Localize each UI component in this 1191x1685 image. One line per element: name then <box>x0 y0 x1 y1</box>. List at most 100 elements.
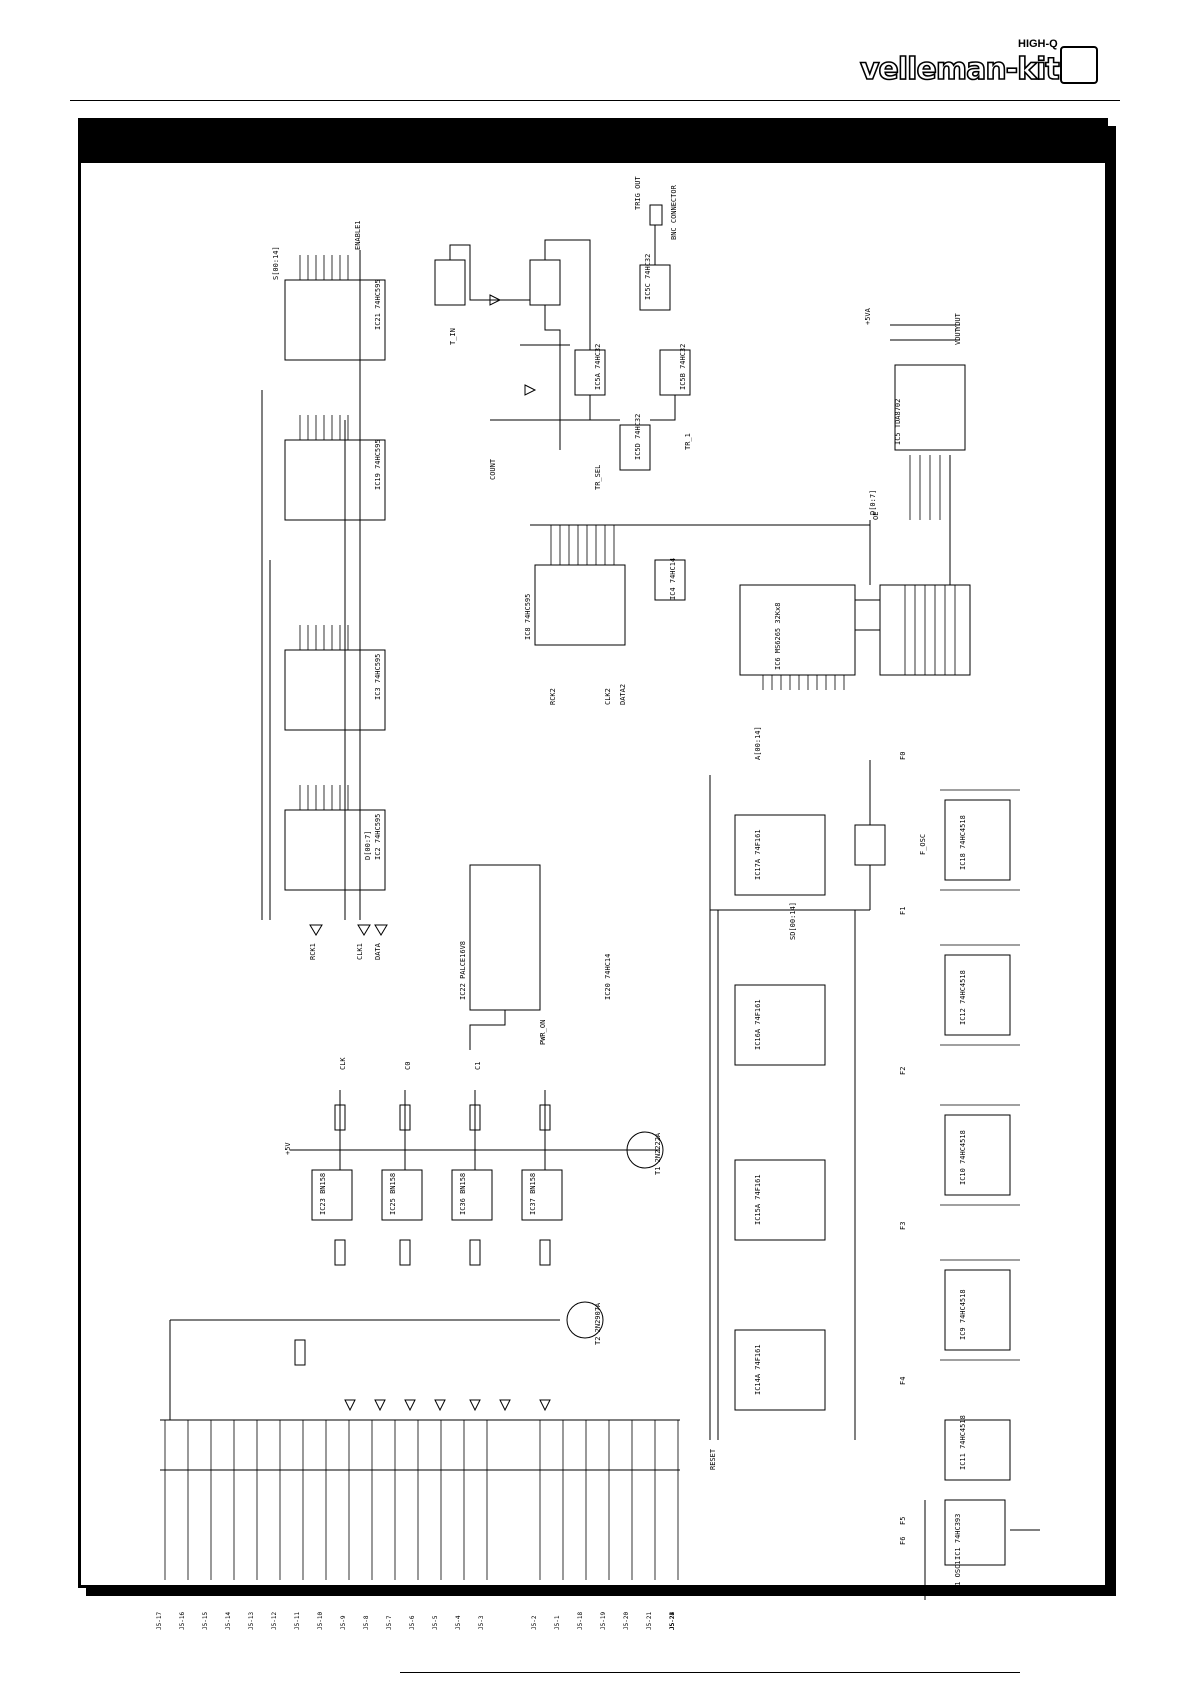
ic-label: IC5C 74HC32 <box>644 254 652 300</box>
connector-label: J5-2 <box>531 1615 538 1630</box>
brand-tag: HIGH-Q <box>1018 38 1058 50</box>
ic-label: IC21 74HC595 <box>374 279 382 330</box>
connector-label: J5-9 <box>340 1615 347 1630</box>
net-label: RCK1 <box>309 943 317 960</box>
ic-label: IC25 BN158 <box>389 1173 397 1215</box>
ic-label: T2 2N2907A <box>594 1302 602 1345</box>
ic-label: IC5B 74HC32 <box>679 344 687 390</box>
ic-label: IC36 BN158 <box>459 1173 467 1215</box>
net-label: TRIG OUT <box>634 175 642 210</box>
ic-label: IC9 74HC4518 <box>959 1289 967 1340</box>
title-bar <box>81 121 1105 163</box>
net-label: CLK1 <box>356 943 364 960</box>
ic-label: IC14A 74F161 <box>754 1344 762 1395</box>
bus-label: S[00:14] <box>272 246 280 280</box>
ic-label: IC10 74HC4518 <box>959 1130 967 1185</box>
net-label: CLK <box>339 1057 347 1070</box>
connector-label: J5-8 <box>363 1615 370 1630</box>
footer-rule <box>400 1672 1020 1673</box>
brand-name: velleman-kit <box>859 51 1060 88</box>
ic-label: IC5A 74HC32 <box>594 344 602 390</box>
connector-label: J5-7 <box>386 1615 393 1630</box>
connector-label: J5-11 <box>294 1612 301 1630</box>
connector-label: J5-17 <box>156 1612 163 1630</box>
ic-label: IC3 74HC595 <box>374 654 382 700</box>
ic-label: IC15A 74F161 <box>754 1174 762 1225</box>
ic-label: T1 2N2222A <box>654 1132 662 1175</box>
net-label: RCK2 <box>549 688 557 705</box>
net-label: F3 <box>899 1222 907 1230</box>
connector-label: J5-24 <box>669 1612 676 1630</box>
connector-label: J5-3 <box>478 1615 485 1630</box>
connector-label: J5-13 <box>248 1612 255 1630</box>
connector-label: J5-12 <box>271 1612 278 1630</box>
connector-label: J5-21 <box>646 1612 653 1630</box>
connector-label: J5-15 <box>202 1612 209 1630</box>
connector-label: J5-14 <box>225 1612 232 1630</box>
net-label: ENABLE1 <box>354 220 362 250</box>
connector-label: J5-19 <box>600 1612 607 1630</box>
ic-label: IC18 74HC4518 <box>959 815 967 870</box>
ic-label: IC1 74HC393 <box>954 1514 962 1560</box>
connector-label: J5-1 <box>554 1615 561 1630</box>
net-label: TR_1 <box>684 433 692 450</box>
net-label: RESET <box>709 1448 717 1470</box>
ic-label: IC19 74HC595 <box>374 439 382 490</box>
net-label: VOUT <box>954 327 962 345</box>
net-label: F0 <box>899 752 907 760</box>
bus-label: A[00:14] <box>754 726 762 760</box>
net-label: +5V <box>284 1142 292 1155</box>
net-label: C0 <box>404 1062 412 1070</box>
net-label: F5 <box>899 1517 907 1525</box>
velleman-emblem-icon <box>1060 46 1098 84</box>
net-label: F6 <box>899 1537 907 1545</box>
net-label: F4 <box>899 1377 907 1385</box>
connector-label: J5-18 <box>577 1612 584 1630</box>
velleman-kit-logo: HIGH-Q velleman-kit <box>859 38 1100 88</box>
connector-label: J5-4 <box>455 1615 462 1630</box>
header-rule <box>70 100 1120 101</box>
net-label: +5VA <box>864 307 872 325</box>
ic-label: IC2 74HC595 <box>374 814 382 860</box>
net-label: BNC CONNECTOR <box>670 184 678 240</box>
ic-label: IC22 PALCE16V8 <box>459 941 467 1000</box>
net-label: T_IN <box>449 328 457 345</box>
ic-label: IC17A 74F161 <box>754 829 762 880</box>
net-label: TR_SEL <box>594 465 602 490</box>
net-label: PWR_ON <box>539 1020 547 1045</box>
ic-label: IC16A 74F161 <box>754 999 762 1050</box>
ic-label: IC20 74HC14 <box>604 954 612 1000</box>
connector-label: J5-5 <box>432 1615 439 1630</box>
ic-label: IC23 BN158 <box>319 1173 327 1215</box>
connector-label: J5-6 <box>409 1615 416 1630</box>
connector-label: J5-23 <box>669 1612 676 1630</box>
net-label: DATA2 <box>619 684 627 705</box>
ic-label: IC6 MS6265 32Kx8 <box>774 603 782 670</box>
bus-label: D[00:7] <box>364 830 372 860</box>
net-label: C1 <box>474 1062 482 1070</box>
net-label: CLK2 <box>604 688 612 705</box>
connector-label: J5-20 <box>623 1612 630 1630</box>
schematic-frame <box>78 118 1108 1588</box>
connector-label: J5-22 <box>669 1612 676 1630</box>
net-label: DATA <box>374 942 382 960</box>
connector-label: J5-25 <box>669 1612 676 1630</box>
net-label: OE <box>872 512 880 520</box>
ic-label: IC5D 74HC32 <box>634 414 642 460</box>
net-label: F1 <box>899 907 907 915</box>
net-label: F_OSC <box>919 834 927 855</box>
bus-label: SD[00:14] <box>789 902 797 940</box>
ic-label: IC8 74HC595 <box>524 594 532 640</box>
connector-label: J5-16 <box>179 1612 186 1630</box>
net-label: F2 <box>899 1067 907 1075</box>
ic-label: IC4 74HC14 <box>669 558 677 600</box>
ic-label: IC11 74HC4518 <box>959 1415 967 1470</box>
ic-label: IC5 TDA8702 <box>894 399 902 445</box>
ic-label: IC37 BN158 <box>529 1173 537 1215</box>
bus-label: D[0:7] <box>869 490 877 515</box>
net-label: COUNT <box>489 458 497 480</box>
ic-label: IC12 74HC4518 <box>959 970 967 1025</box>
ic-label: X1 OSC1 <box>954 1560 962 1590</box>
connector-label: J5-10 <box>317 1612 324 1630</box>
